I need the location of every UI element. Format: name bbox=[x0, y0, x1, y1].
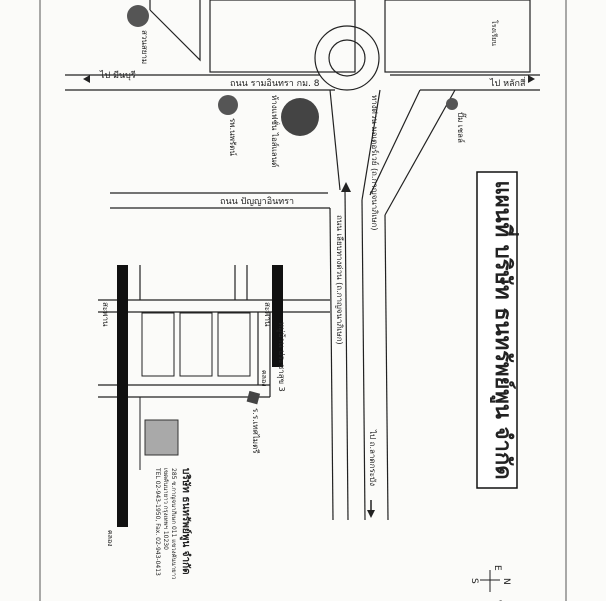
canal-right bbox=[272, 265, 283, 367]
to-minburi-label: ไป มีนบุรี bbox=[99, 70, 136, 81]
ramp-right bbox=[384, 89, 456, 216]
arrow-left-icon bbox=[83, 75, 90, 83]
hospital-label: รพ.นพรัตน์ bbox=[228, 118, 238, 156]
compass-e: E bbox=[492, 565, 502, 571]
company-district: เขตคันนายาว กรุงเทพฯ 10230 bbox=[162, 468, 169, 550]
motorway-left bbox=[329, 89, 341, 191]
siam-park-label: สวนสยาม bbox=[140, 30, 149, 64]
bridge-label-left: สะพาน bbox=[101, 302, 110, 327]
fashion-island-label: ห้างแฟชั่น ไอส์แลนด์ bbox=[270, 95, 281, 167]
company-address: 285 ซ.กาญจนาภิเษก 011 แขวงคันนายาว bbox=[170, 468, 177, 579]
ramp-right-inner bbox=[369, 89, 421, 196]
rukaew-school-label: ร.ร.เทศไมตรี bbox=[251, 408, 260, 454]
motorway-right bbox=[361, 89, 381, 201]
frontage-road-left bbox=[329, 207, 334, 521]
location-marker-icon bbox=[341, 182, 351, 192]
top-right-block bbox=[384, 0, 531, 73]
bridge-label-right: สะพาน bbox=[263, 302, 272, 327]
top-block bbox=[209, 0, 356, 73]
frontage-road-right bbox=[361, 199, 366, 521]
to-laksi-label: ไป หลักสี่ bbox=[489, 76, 526, 89]
title-box bbox=[476, 171, 518, 489]
frontage-road-mid bbox=[344, 189, 349, 521]
canal-label-left: คลอง bbox=[106, 530, 114, 547]
hospital-marker bbox=[218, 95, 238, 115]
house-block-2 bbox=[179, 312, 213, 377]
village-label: หมู่บ้าน ประชาสุข 3 bbox=[276, 322, 286, 392]
compass-n: N bbox=[501, 578, 511, 585]
gas-station-marker bbox=[446, 98, 458, 110]
interchange-loop-inner bbox=[328, 39, 366, 77]
school-label: โรงเรียน bbox=[490, 20, 499, 46]
house-block-1 bbox=[141, 312, 175, 377]
house-block-3 bbox=[217, 312, 251, 377]
arrow-right-icon bbox=[528, 75, 535, 83]
motorway-far-right bbox=[384, 214, 389, 521]
arrow-down-icon bbox=[367, 510, 375, 518]
frontage-road-label: ถนน เลียบทางด่วน (ถ.กาญจนาภิเษก) bbox=[335, 215, 344, 345]
to-latkrabang-label: ไป ถ.ลาดกระบัง bbox=[368, 429, 377, 486]
company-phone: TEL 02-943-1950, Fax. 02-943-0413 bbox=[154, 467, 161, 576]
ramintra-label: ถนน รามอินทรา กม. 8 bbox=[230, 78, 320, 89]
company-building bbox=[144, 419, 179, 456]
fashion-island-marker bbox=[281, 98, 319, 136]
canal-left bbox=[117, 265, 128, 527]
map-title: แผนที่ บริษัท ธนทรัพย์พูน จำกัด bbox=[489, 181, 520, 480]
gas-station-label: ปั๊ม เชลล์ bbox=[456, 112, 467, 143]
compass-s: S bbox=[469, 578, 479, 584]
interchange-loop-outer bbox=[314, 25, 380, 91]
school-marker bbox=[246, 390, 261, 405]
panyaintra-label: ถนน ปัญญาอินทรา bbox=[220, 196, 294, 207]
canal-label-right: คลอง bbox=[260, 370, 268, 387]
company-name: บริษัท ธนทรัพย์พูน จำกัด bbox=[179, 468, 192, 575]
motorway-label: ทางด่วน มอเตอร์เวย์ (ถ.กาญจนาภิเษก) bbox=[370, 95, 380, 231]
top-left-block bbox=[149, 0, 201, 62]
siam-park-marker bbox=[127, 5, 149, 27]
